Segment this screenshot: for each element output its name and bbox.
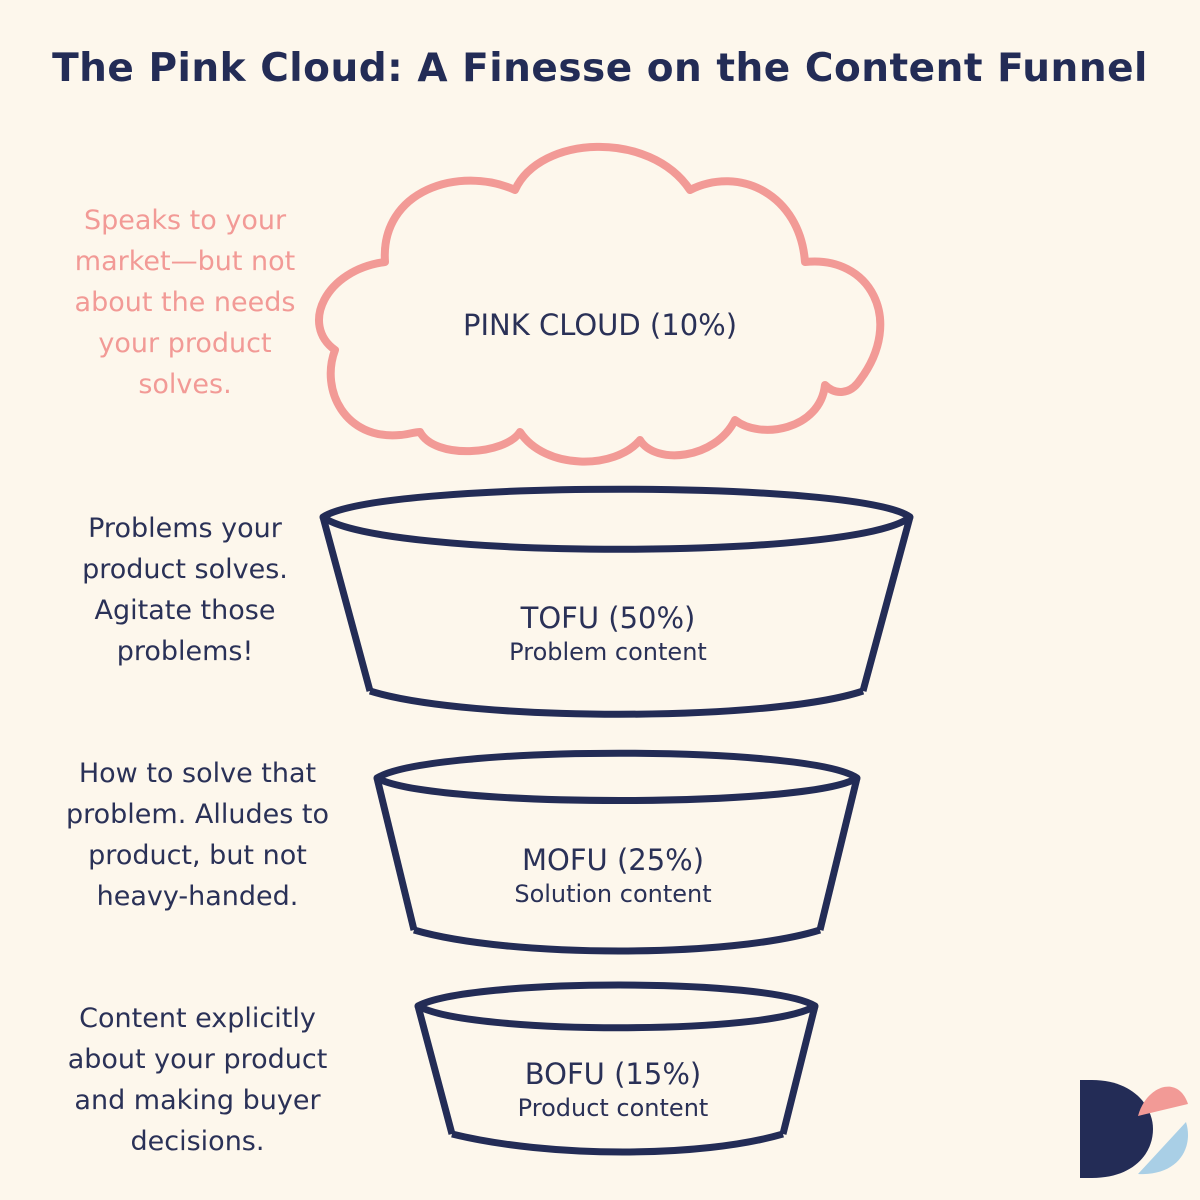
tofu-label-group: TOFU (50%) Problem content [408, 600, 808, 668]
pink-cloud-description: Speaks to your market—but not about the … [74, 205, 296, 400]
pink-cloud-label: PINK CLOUD (10%) [462, 308, 738, 342]
bofu-description: Content explicitly about your product an… [67, 1003, 328, 1157]
mofu-description: How to solve that problem. Alludes to pr… [66, 758, 329, 912]
page-title: The Pink Cloud: A Finesse on the Content… [52, 46, 1148, 91]
mofu-label-group: MOFU (25%) Solution content [408, 842, 818, 910]
bofu-sublabel: Product content [517, 1094, 709, 1122]
mofu-bucket [373, 749, 861, 955]
pink-cloud-shape [315, 142, 885, 466]
bofu-label: BOFU (15%) [524, 1057, 702, 1091]
tofu-label: TOFU (50%) [520, 601, 696, 635]
bofu-bucket [414, 981, 819, 1156]
mofu-sublabel: Solution content [514, 880, 712, 908]
tofu-description: Problems your product solves. Agitate th… [82, 513, 288, 667]
mofu-label: MOFU (25%) [521, 843, 705, 877]
tofu-bucket [319, 485, 914, 718]
tofu-sublabel: Problem content [509, 638, 707, 666]
ds-monogram-icon [1080, 1080, 1188, 1178]
bofu-label-group: BOFU (15%) Product content [408, 1056, 818, 1124]
